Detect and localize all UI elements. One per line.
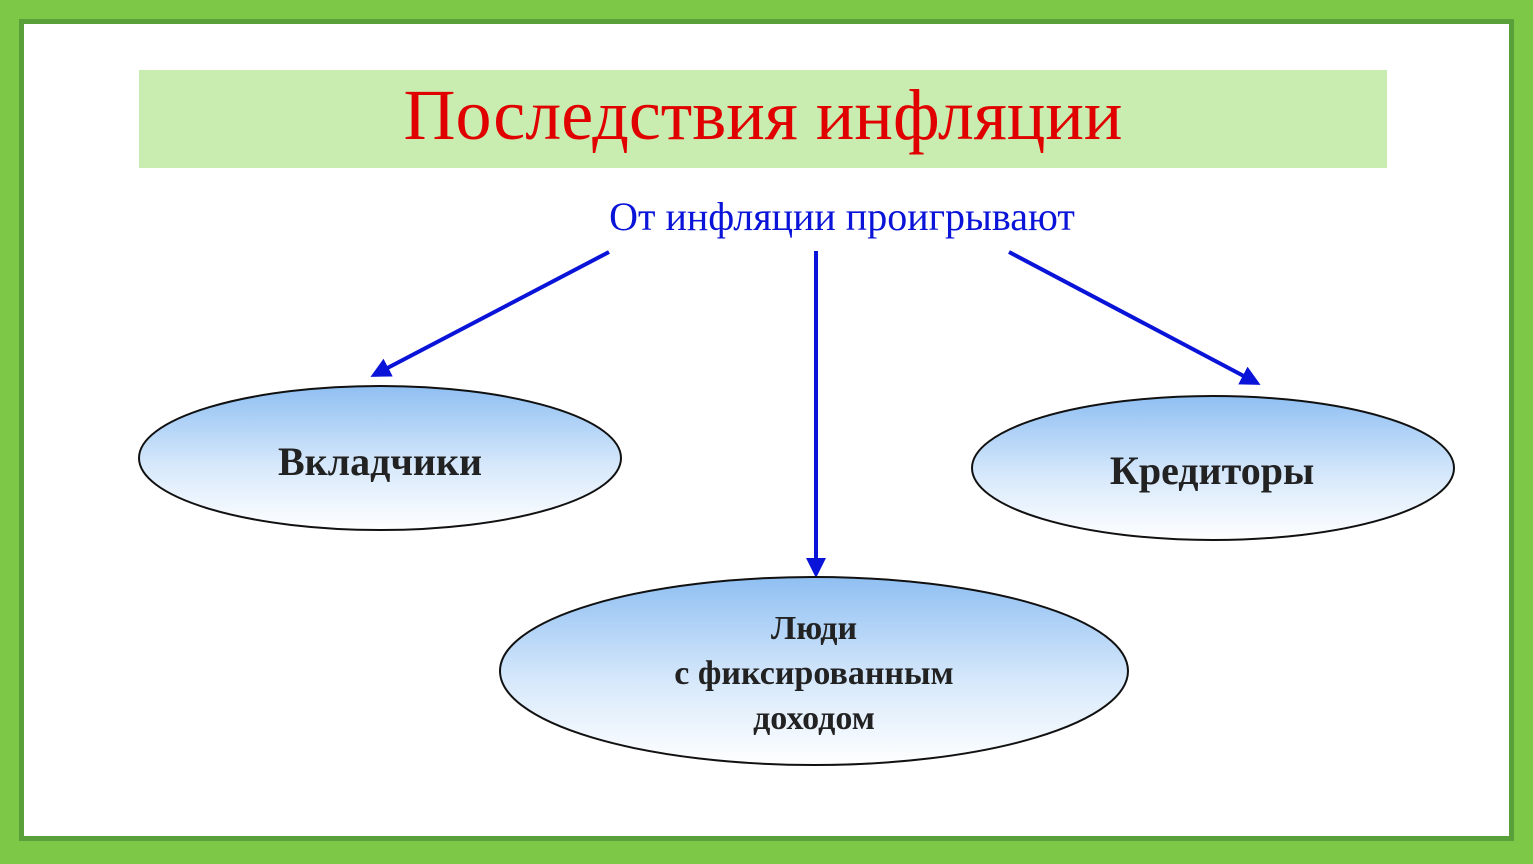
node-fixed-income-line1: Люди [770,610,858,647]
node-fixed-income-line3: доходом [753,700,875,737]
node-creditors-ellipse [971,395,1455,541]
arrow-to-depositors [370,250,610,377]
node-depositors-label: Вкладчики [277,439,483,484]
node-creditors-label: Кредиторы [1109,448,1315,493]
node-depositors-ellipse [138,385,622,531]
node-fixed-income-label: Люди с фиксированным доходом [500,606,1128,741]
node-fixed-income-line2: с фиксированным [674,655,954,692]
diagram-root-label: От инфляции проигрывают [609,194,1075,239]
arrow-to-creditors [1008,250,1261,385]
title-banner: Последствия инфляции [139,70,1387,168]
node-fixed-income-ellipse [499,576,1129,766]
page-title: Последствия инфляции [403,75,1123,155]
